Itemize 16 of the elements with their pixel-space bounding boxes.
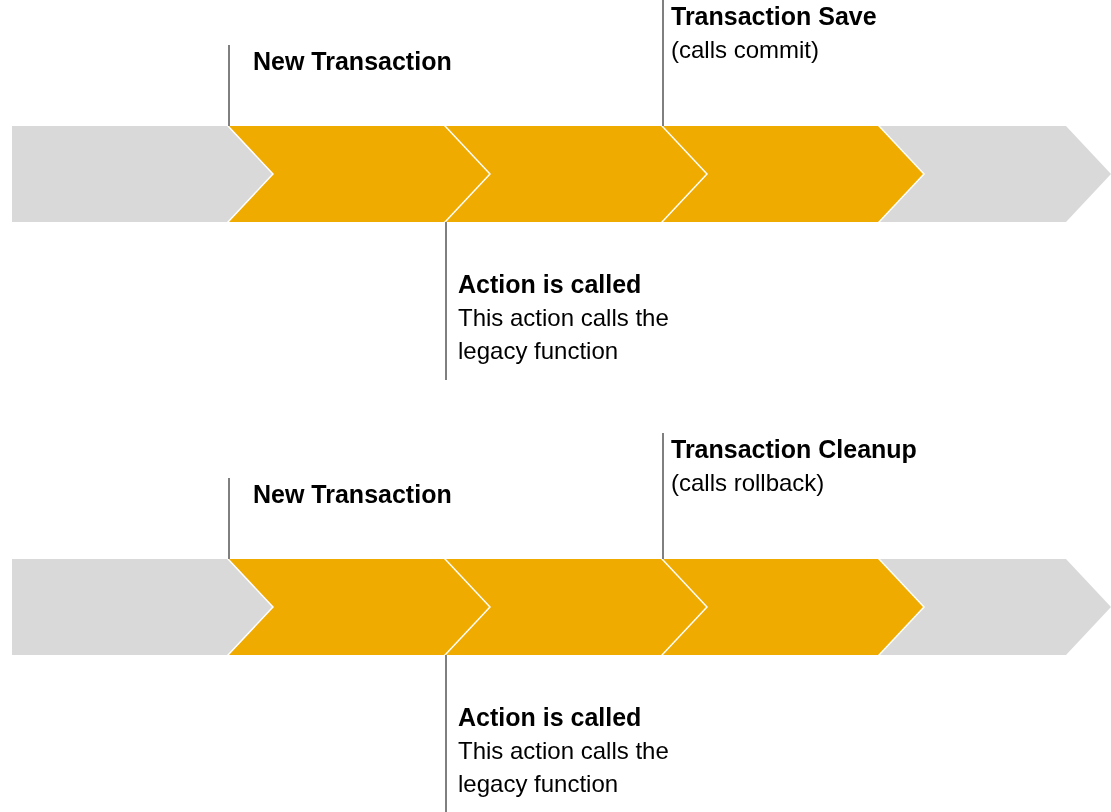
leader-line — [662, 432, 664, 560]
note-heading: New Transaction — [253, 46, 453, 77]
note-text: (calls rollback) — [671, 468, 826, 498]
note-heading: Action is called — [458, 702, 643, 733]
note-heading: Action is called — [458, 269, 643, 300]
note-heading: Transaction Save — [671, 1, 878, 32]
note-text: This action calls the legacy function — [458, 303, 670, 366]
note-heading: Transaction Cleanup — [671, 434, 918, 465]
leader-line — [228, 477, 230, 560]
leader-line — [228, 44, 230, 127]
leader-line — [445, 221, 447, 381]
leader-line — [445, 654, 447, 812]
leader-line — [662, 0, 664, 127]
note-heading: New Transaction — [253, 479, 453, 510]
note-text: (calls commit) — [671, 35, 820, 65]
note-text: This action calls the legacy function — [458, 736, 670, 799]
